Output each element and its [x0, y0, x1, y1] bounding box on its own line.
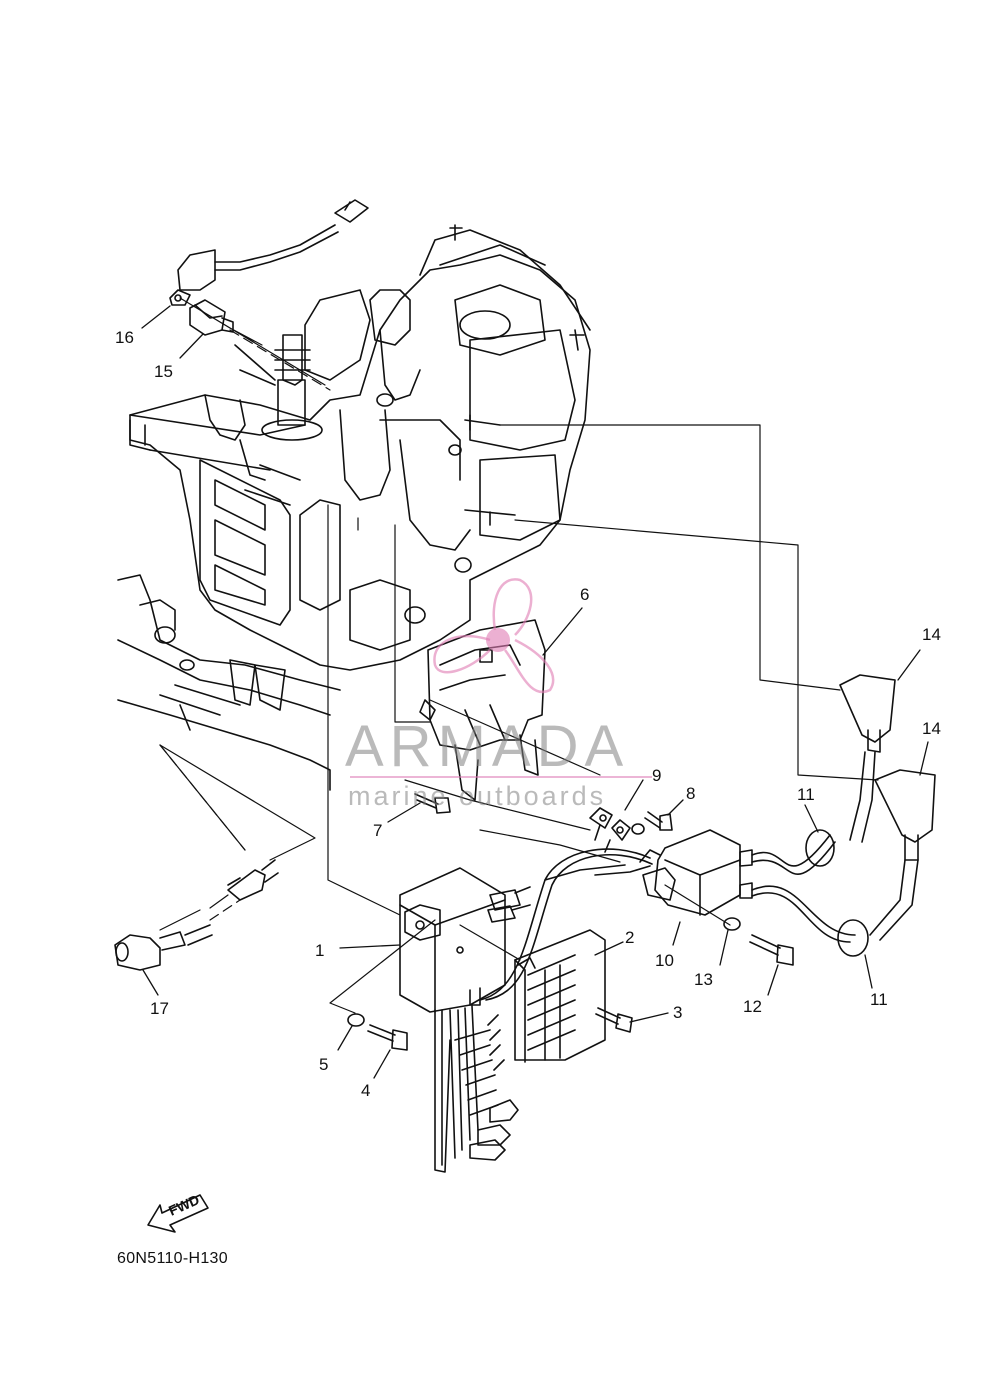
callout-11a: 11 — [797, 785, 815, 804]
armada-logo-hub — [486, 628, 510, 652]
part-4-bolt — [367, 1024, 408, 1051]
dashed-lines — [159, 329, 331, 921]
callout-13: 13 — [694, 970, 713, 989]
callout-15: 15 — [154, 362, 173, 381]
callout-7: 7 — [373, 821, 383, 840]
callout-11b: 11 — [870, 990, 888, 1009]
callout-14a: 14 — [922, 625, 941, 644]
part-5-washer — [347, 1013, 365, 1027]
part-10-ignition-coil — [639, 829, 753, 916]
callout-16: 16 — [115, 328, 134, 347]
callout-2: 2 — [625, 928, 635, 947]
watermark-divider — [350, 776, 652, 778]
callout-8: 8 — [686, 784, 696, 803]
fwd-arrow-icon — [147, 1194, 209, 1233]
callout-9: 9 — [652, 766, 662, 785]
part-16-plug-cap — [169, 199, 369, 306]
callout-5: 5 — [319, 1055, 329, 1074]
armada-logo-icon — [433, 578, 555, 694]
part-3-screw — [595, 1007, 633, 1033]
callout-10: 10 — [655, 951, 674, 970]
callout-pointers — [141, 305, 929, 1079]
part-14-plug-cap — [839, 674, 936, 941]
callout-17: 17 — [150, 999, 169, 1018]
ground-lead — [589, 807, 631, 853]
leader-lines — [159, 297, 879, 1014]
part-13-washer — [723, 917, 741, 931]
part-17-sensor — [114, 859, 279, 971]
part-9-washer — [631, 823, 645, 835]
watermark-tagline: marine outboards — [348, 781, 607, 811]
engine-block — [117, 224, 591, 791]
callout-3: 3 — [673, 1003, 683, 1022]
part-8-screw — [644, 811, 673, 831]
part-7-screw — [414, 793, 451, 814]
callout-6: 6 — [580, 585, 590, 604]
diagram-code: 60N5110-H130 — [117, 1250, 228, 1267]
callout-12: 12 — [743, 997, 762, 1016]
part-1-cdi-unit — [399, 867, 506, 1013]
callout-4: 4 — [361, 1081, 371, 1100]
part-12-bolt — [749, 934, 794, 966]
callout-1: 1 — [315, 941, 325, 960]
wire-harness — [434, 848, 653, 1173]
part-11-grommet — [751, 829, 869, 957]
part-2-rectifier — [514, 929, 606, 1063]
watermark-brand: ARMADA — [345, 714, 630, 779]
callout-14b: 14 — [922, 719, 941, 738]
